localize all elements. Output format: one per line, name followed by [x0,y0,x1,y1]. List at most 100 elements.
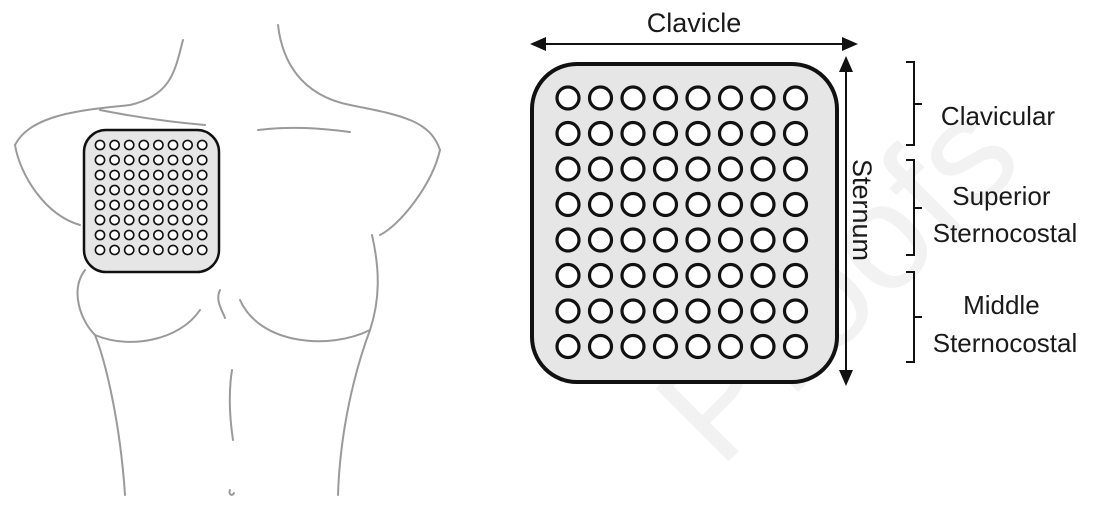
electrode [720,123,742,145]
large-electrode-patch [532,64,837,382]
electrode [557,300,579,322]
electrode [752,158,774,180]
electrode [687,158,709,180]
electrode [687,194,709,216]
electrode [557,87,579,109]
abdomen-line [230,370,233,440]
electrode [183,215,192,224]
electrode [168,200,177,209]
electrode [95,245,104,254]
electrode [752,123,774,145]
electrode [110,245,119,254]
electrode [785,229,807,251]
electrode [183,155,192,164]
electrode [154,185,163,194]
neck-right-line [278,25,440,150]
region-label-line: Clavicular [941,101,1055,131]
electrode [687,229,709,251]
electrode [557,229,579,251]
electrode [139,230,148,239]
region-label-line: Sternocostal [933,328,1078,358]
electrode [655,229,677,251]
breast-right-line [240,300,370,341]
electrode [198,140,207,149]
electrode [154,230,163,239]
electrode [557,194,579,216]
electrode [655,194,677,216]
electrode [785,158,807,180]
electrode [785,300,807,322]
electrode [139,170,148,179]
electrode [590,123,612,145]
electrode [110,185,119,194]
region-label-line: Superior [952,181,1051,211]
electrode [687,265,709,287]
torso-right-line [338,235,378,495]
electrode [590,158,612,180]
electrode [655,87,677,109]
electrode [752,229,774,251]
electrode [95,155,104,164]
electrode [622,158,644,180]
electrode [154,140,163,149]
electrode [785,336,807,358]
electrode [139,245,148,254]
electrode [154,155,163,164]
clavicle-right-line [258,128,350,132]
electrode [720,87,742,109]
electrode [183,245,192,254]
electrode [198,200,207,209]
electrode [687,336,709,358]
electrode [655,123,677,145]
electrode [125,245,134,254]
electrode [785,123,807,145]
electrode [720,158,742,180]
electrode [655,265,677,287]
electrode [752,194,774,216]
region-label-line: Sternocostal [933,218,1078,248]
region-label-line: Middle [963,290,1040,320]
electrode [110,230,119,239]
electrode [687,87,709,109]
electrode [125,140,134,149]
navel-mark [229,490,234,495]
electrode [110,170,119,179]
electrode [198,155,207,164]
electrode [95,170,104,179]
electrode [590,194,612,216]
electrode [125,170,134,179]
electrode [168,185,177,194]
electrode [557,158,579,180]
breast-left-line [95,310,200,342]
electrode [198,215,207,224]
electrode [622,194,644,216]
electrode [590,87,612,109]
electrode [139,185,148,194]
electrode [655,336,677,358]
electrode [785,265,807,287]
electrode [95,185,104,194]
electrode [168,215,177,224]
electrode [622,300,644,322]
clavicle-left-line [100,110,205,125]
electrode [168,230,177,239]
electrode [687,123,709,145]
torso-left-line [78,270,125,495]
electrode [590,229,612,251]
electrode [557,123,579,145]
sternum-line [218,290,225,318]
electrode [720,336,742,358]
electrode [168,245,177,254]
shoulder-left-line [15,145,80,225]
electrode [590,265,612,287]
electrode [655,300,677,322]
clavicle-label: Clavicle [647,8,742,38]
electrode [183,230,192,239]
electrode [720,194,742,216]
electrode [110,155,119,164]
clavicle-arrow [530,37,858,51]
electrode [168,170,177,179]
electrode [557,336,579,358]
electrode [183,200,192,209]
